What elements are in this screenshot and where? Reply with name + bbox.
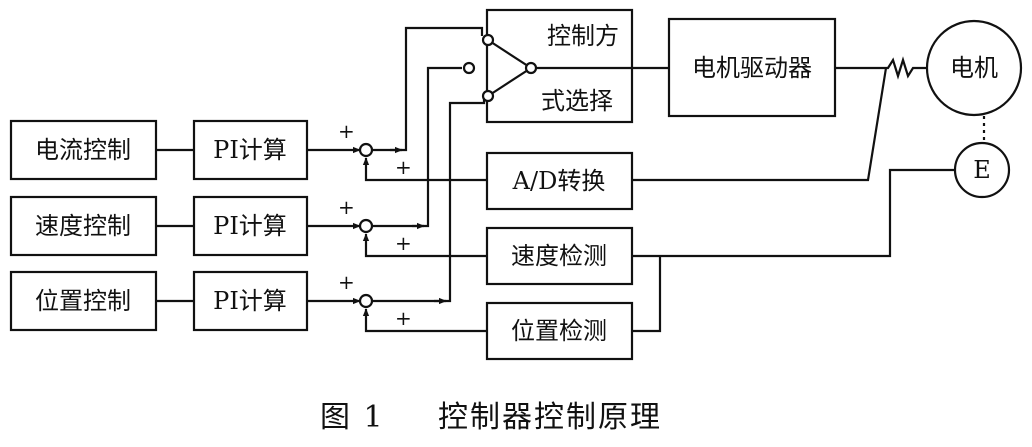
current-control-block: 电流控制: [9, 119, 158, 181]
plus-sign-speed-ref: +: [338, 195, 355, 219]
current-control-label: 电流控制: [35, 136, 131, 164]
position-detect-block: 位置检测: [485, 301, 634, 361]
wire-sum2-to-selector: [372, 66, 462, 228]
speed-control-block: 速度控制: [9, 195, 158, 257]
summing-junction-position: [358, 293, 374, 309]
speed-detect-label: 速度检测: [511, 242, 607, 270]
plus-sign-position-ref: +: [338, 270, 355, 294]
pi-calc-block-2: PI计算: [192, 195, 309, 257]
plus-sign-current-ref: +: [338, 119, 355, 143]
selector-contact-1: [481, 33, 495, 47]
pi-calc-label-1: PI计算: [213, 136, 287, 164]
figure-number: 图 1: [320, 400, 385, 435]
wire-sum3-to-selector: [372, 96, 486, 303]
plus-sign-speed-fb: +: [395, 231, 412, 255]
position-control-block: 位置控制: [9, 270, 158, 332]
encoder: E: [953, 141, 1011, 199]
pi-calc-label-3: PI计算: [213, 287, 287, 315]
ad-conversion-label: A/D转换: [512, 167, 606, 195]
wire-ad-feedback-to-sum1: [362, 157, 487, 182]
wire-driver-to-motor: [835, 56, 927, 80]
wire-current-sense-to-ad: [632, 67, 888, 182]
motor-driver-block: 电机驱动器: [667, 17, 837, 118]
motor-driver-label: 电机驱动器: [692, 54, 812, 82]
motor: 电机: [925, 19, 1023, 117]
selector-common: [524, 61, 538, 75]
selector-contact-3: [481, 89, 495, 103]
summing-junction-speed: [358, 218, 374, 234]
pi-calc-block-1: PI计算: [192, 119, 309, 181]
plus-sign-position-fb: +: [395, 306, 412, 330]
wire-encoder-to-speed-detect: [632, 168, 955, 258]
mode-select-label-line1: 控制方: [547, 22, 619, 50]
mode-select-label-line2: 式选择: [541, 87, 613, 115]
position-detect-label: 位置检测: [511, 317, 607, 345]
wire-speed-feedback-to-sum2: [362, 233, 487, 258]
plus-sign-current-fb: +: [395, 155, 412, 179]
position-control-label: 位置控制: [35, 287, 131, 315]
speed-control-label: 速度控制: [35, 212, 131, 240]
wire-position-feedback-to-sum3: [362, 308, 487, 333]
pi-calc-label-2: PI计算: [213, 212, 287, 240]
speed-detect-block: 速度检测: [485, 226, 634, 286]
encoder-label: E: [973, 156, 991, 184]
ad-conversion-block: A/D转换: [485, 151, 634, 211]
selector-contact-2: [462, 61, 476, 75]
figure-title: 控制器控制原理: [438, 400, 662, 435]
pi-calc-block-3: PI计算: [192, 270, 309, 332]
wire-encoder-to-position-detect: [632, 256, 662, 333]
mode-select-block: 控制方 式选择: [462, 8, 634, 124]
summing-junction-current: [358, 142, 374, 158]
motor-label: 电机: [950, 54, 998, 82]
